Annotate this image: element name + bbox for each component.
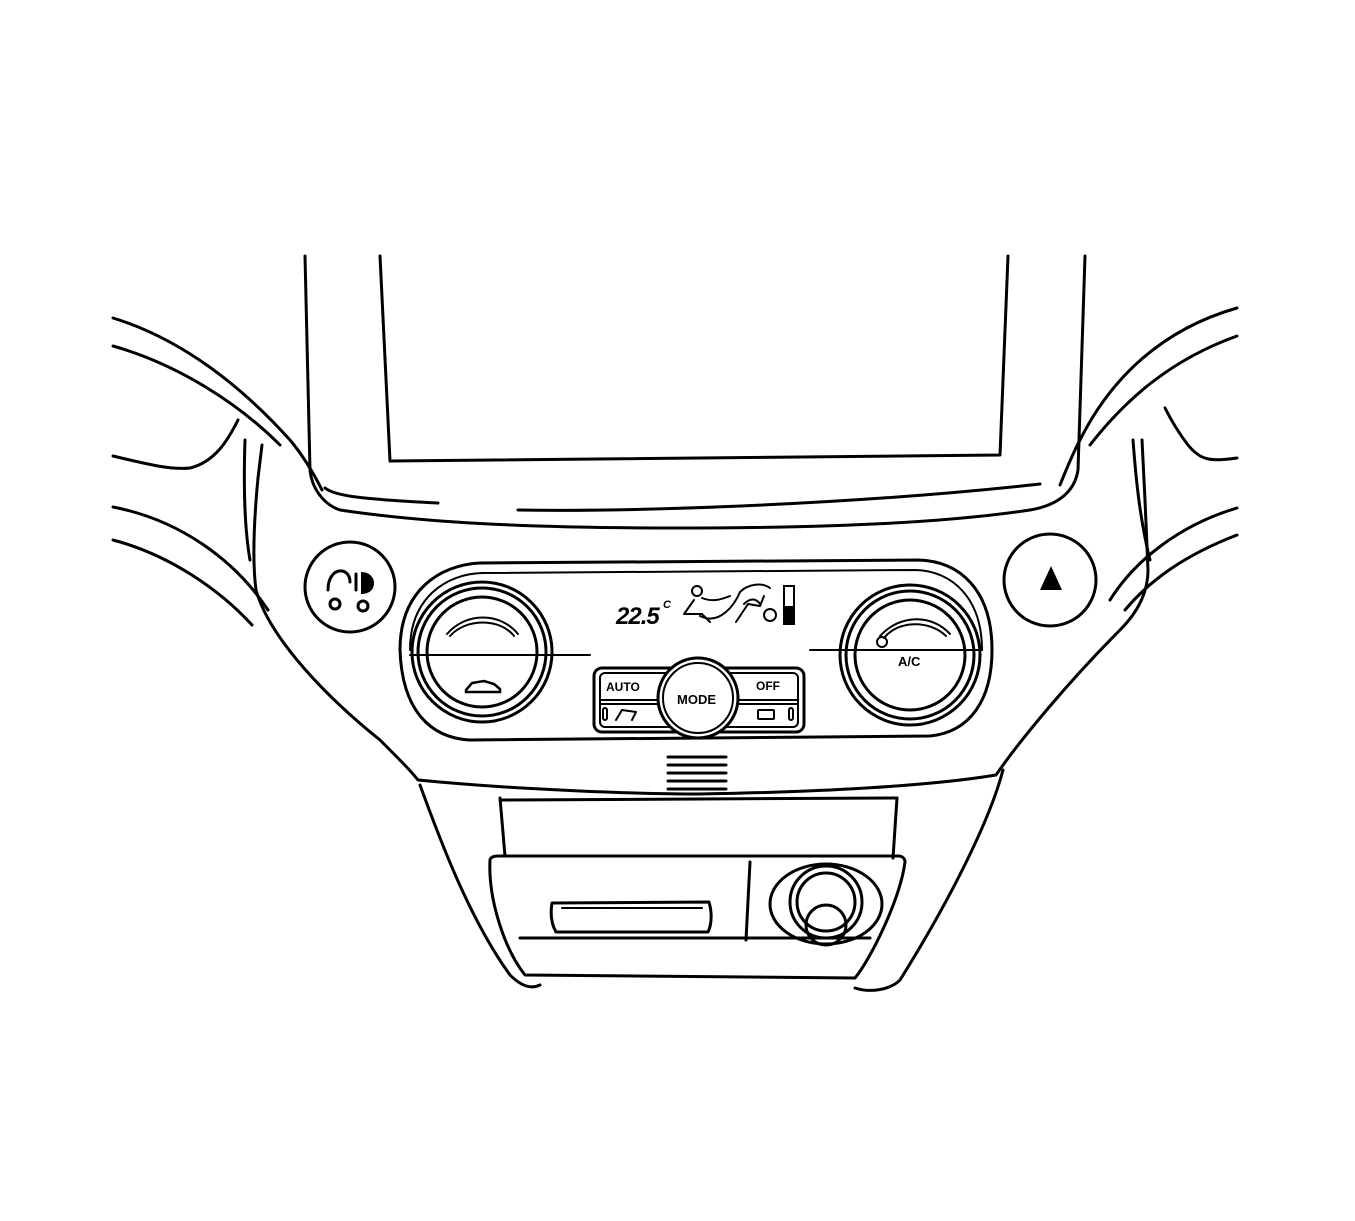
hazard-warning-icon [1040, 566, 1062, 590]
airflow-person-icon [683, 583, 771, 623]
lcd-fan-icon [763, 608, 777, 622]
windshield-defrost-icon [602, 707, 637, 721]
center-fascia [242, 438, 1152, 796]
temperature-readout: 22.5 [615, 603, 660, 630]
mode-knob[interactable]: MODE [656, 656, 740, 740]
car-recirculation-icon [464, 679, 502, 694]
temperature-knob[interactable] [410, 580, 554, 724]
rear-defrost-icon [757, 707, 794, 721]
lower-console [418, 768, 1005, 992]
left-dash-trim [111, 316, 324, 627]
lcd-display: 22.5 C [615, 583, 795, 630]
ac-label: A/C [898, 654, 921, 669]
display-screen [378, 254, 1010, 463]
heated-seat-button[interactable] [303, 540, 397, 634]
fan-icon [876, 636, 888, 648]
off-label: OFF [756, 679, 780, 693]
heated-seat-icon [326, 569, 374, 613]
mode-label: MODE [677, 692, 716, 707]
temperature-unit: C [663, 599, 672, 611]
fan-speed-bar [783, 585, 795, 625]
screen-bezel [303, 254, 1087, 530]
power-outlet[interactable] [768, 862, 884, 947]
ac-knob[interactable]: A/C [838, 583, 982, 727]
right-dash-trim [1058, 306, 1239, 612]
vent-grille [666, 755, 728, 791]
hazard-button[interactable] [1002, 532, 1098, 628]
climate-panel [398, 558, 994, 742]
auto-label: AUTO [606, 680, 640, 694]
